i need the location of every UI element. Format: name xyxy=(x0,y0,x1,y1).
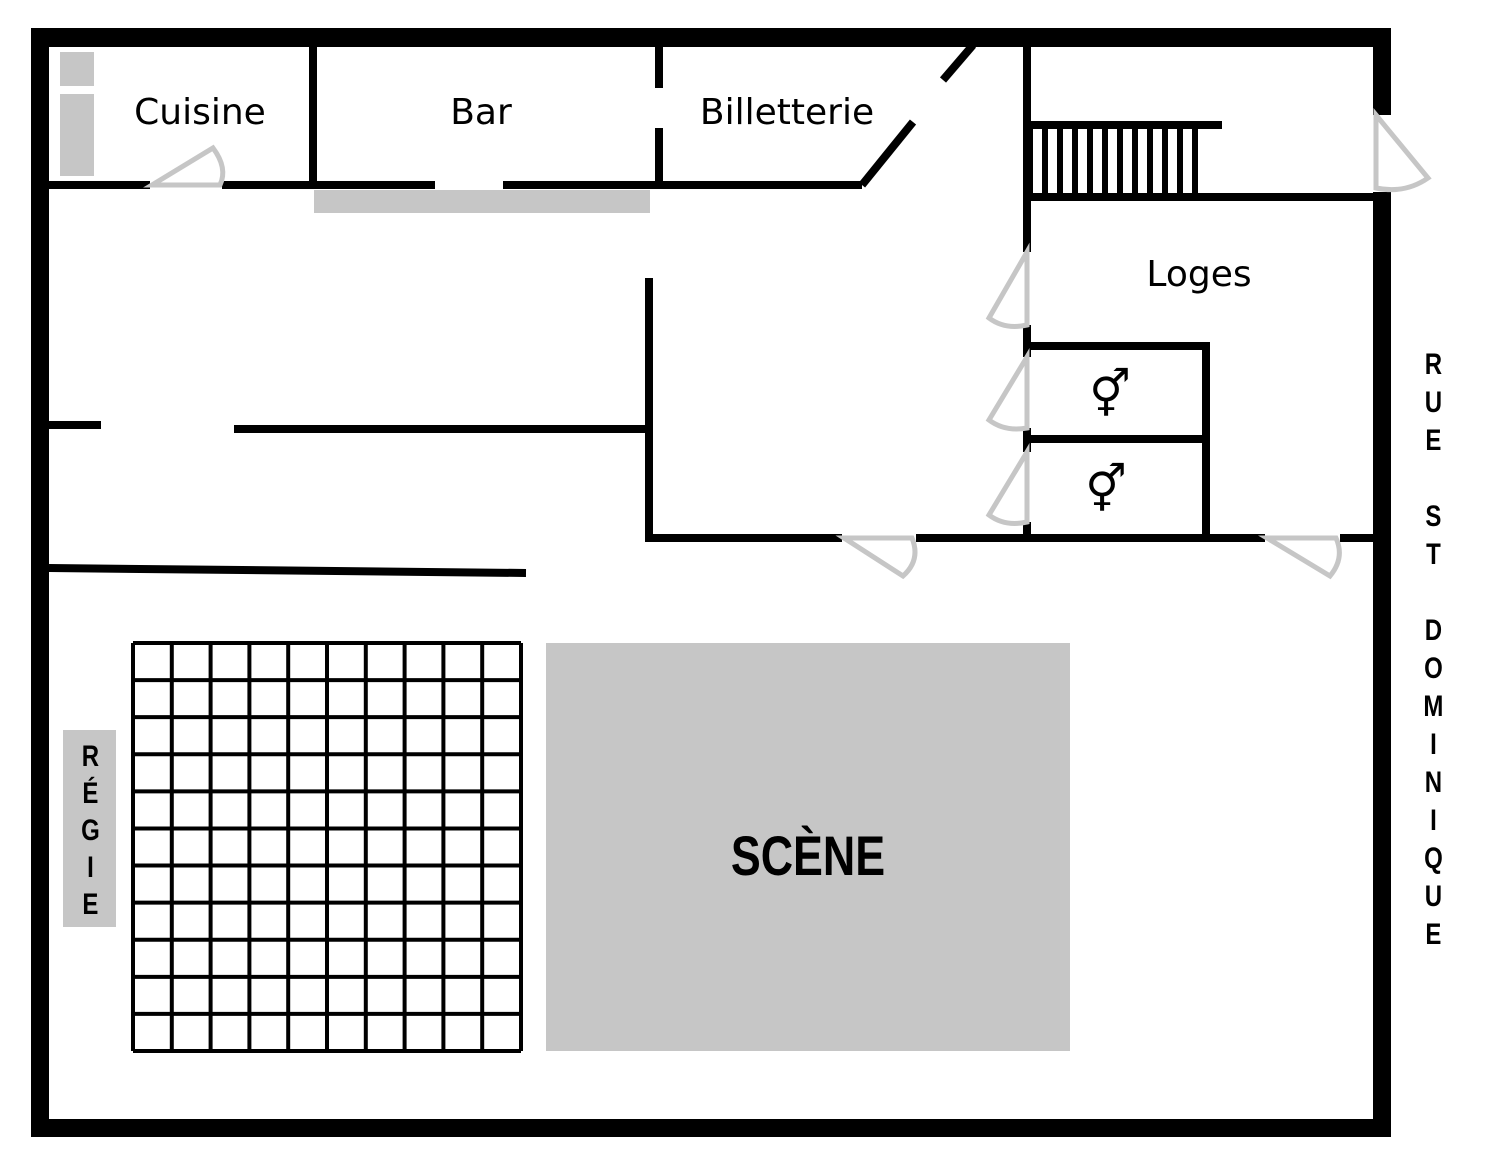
stair-tread xyxy=(1147,128,1153,194)
stair-tread xyxy=(1102,128,1108,194)
stair-tread xyxy=(1162,128,1168,194)
street-door xyxy=(1373,108,1432,193)
doors xyxy=(143,108,1432,580)
dressing-room-door xyxy=(985,242,1030,329)
seating-grid xyxy=(131,641,523,1053)
kitchen-door xyxy=(143,144,226,188)
stair-tread xyxy=(1132,128,1138,194)
hall-door xyxy=(835,535,918,580)
control-booth-area xyxy=(63,730,116,927)
stage-area xyxy=(546,643,1070,1051)
room-label-kitchen: Cuisine xyxy=(134,92,266,133)
room-label-dressing-rooms: Loges xyxy=(1146,254,1251,295)
staircase xyxy=(1027,128,1198,194)
stair-tread xyxy=(1087,128,1093,194)
control-booth-label: RÉGIE xyxy=(77,740,104,925)
stair-tread xyxy=(1072,128,1078,194)
room-label-ticketing: Billetterie xyxy=(700,92,874,133)
restroom-door-2 xyxy=(985,443,1030,526)
stair-tread xyxy=(1027,128,1033,194)
stair-tread xyxy=(1057,128,1063,194)
stage-label: SCÈNE xyxy=(731,824,885,887)
stair-tread xyxy=(1192,128,1198,194)
stair-tread xyxy=(1177,128,1183,194)
stair-tread xyxy=(1117,128,1123,194)
room-label-bar: Bar xyxy=(450,92,512,133)
male-female-icon: ⚥ xyxy=(1089,367,1131,421)
kitchen-counters xyxy=(60,52,94,176)
stair-tread xyxy=(1042,128,1048,194)
male-female-icon: ⚥ xyxy=(1085,462,1127,516)
outer-walls xyxy=(31,28,1391,1137)
restroom-door-1 xyxy=(985,348,1030,432)
bar-counter xyxy=(314,190,650,213)
street-label: RUE ST DOMINIQUE xyxy=(1420,348,1447,956)
backstage-door xyxy=(1258,535,1342,580)
